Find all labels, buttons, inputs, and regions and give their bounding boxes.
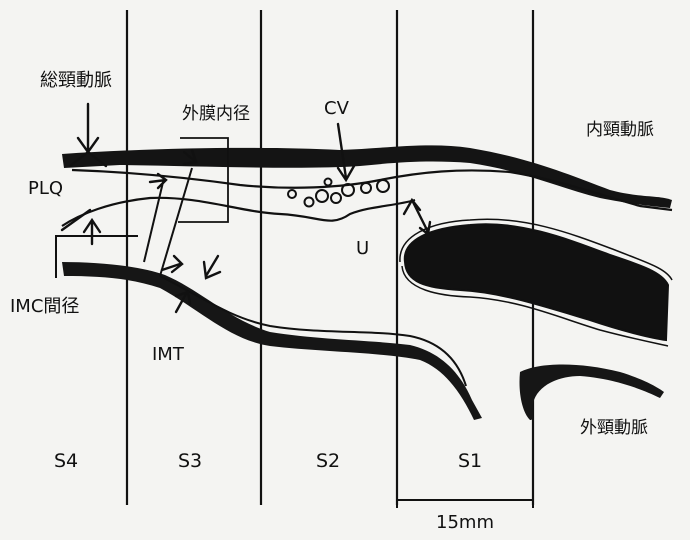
label-cv: CV — [324, 100, 349, 118]
calcification-blob — [325, 179, 332, 186]
label-u: U — [356, 240, 369, 258]
segment-label-s3: S3 — [178, 452, 202, 471]
label-scale: 15mm — [436, 514, 494, 532]
plq-arrow — [62, 210, 100, 244]
lower-intima-line — [160, 276, 466, 386]
calcification-blob — [316, 190, 328, 202]
plaque-boundary — [62, 198, 415, 226]
external-carotid-branch — [519, 365, 664, 421]
label-plq: PLQ — [28, 180, 63, 198]
label-imt: IMT — [152, 346, 184, 364]
scale-bar — [397, 492, 533, 508]
label-external-carotid: 外頸動脈 — [580, 420, 648, 437]
segment-label-s2: S2 — [316, 452, 340, 471]
label-internal-carotid: 内頸動脈 — [586, 122, 654, 139]
imt-arrow-2 — [204, 256, 220, 278]
cv-calcifications — [288, 179, 389, 207]
calcification-blob — [305, 198, 314, 207]
imc-diameter-line — [144, 178, 164, 262]
calcification-blob — [288, 190, 296, 198]
label-adventitia-diameter: 外膜内径 — [182, 106, 250, 123]
lower-vessel-wall — [62, 262, 482, 420]
u-arrow — [404, 200, 430, 234]
calcification-blob — [361, 183, 371, 193]
segment-label-s1: S1 — [458, 452, 482, 471]
label-imc-diameter: IMC間径 — [10, 298, 79, 316]
calcification-blob — [377, 180, 389, 192]
label-common-carotid: 総頸動脈 — [40, 72, 112, 90]
segment-label-s4: S4 — [54, 452, 78, 471]
common-carotid-arrow — [78, 104, 98, 152]
carotid-bulb — [405, 224, 668, 340]
calcification-blob — [331, 193, 341, 203]
